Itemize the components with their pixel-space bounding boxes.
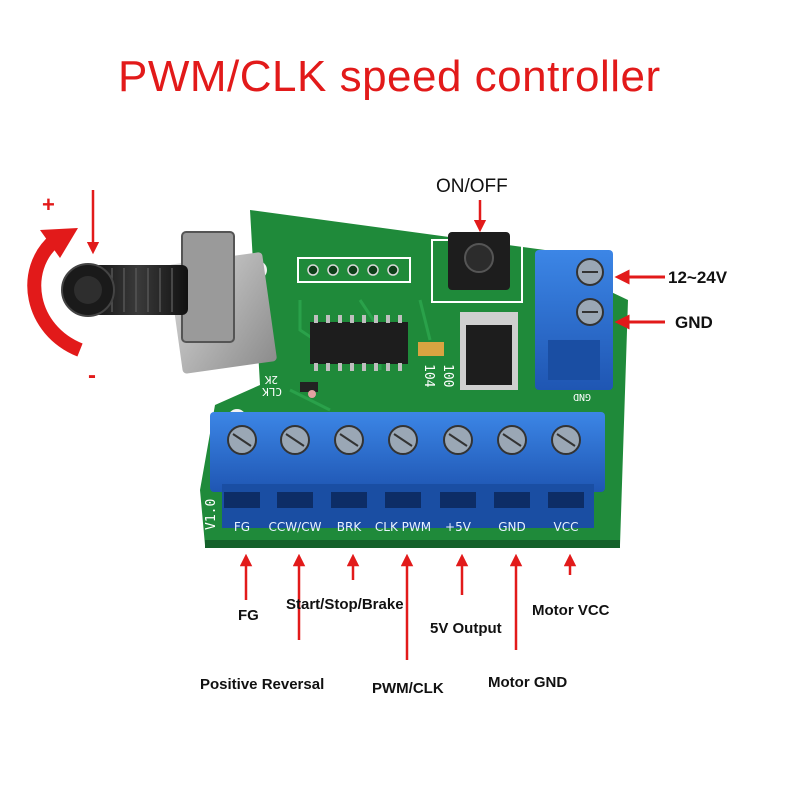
rotation-arrowhead-icon: [40, 228, 78, 258]
wire-entry-pwm[interactable]: [385, 492, 421, 508]
product-title: PWM/CLK speed controller: [118, 52, 661, 101]
pwm-clk-description: PWM/CLK: [372, 680, 444, 697]
screw-slot-gnd: [502, 433, 522, 447]
terminal-label-fg: FG: [234, 520, 250, 534]
positive-reversal-description: Positive Reversal: [200, 676, 325, 693]
wire-entry-fg[interactable]: [224, 492, 260, 508]
wire-entry-gnd[interactable]: [494, 492, 530, 508]
driver-ic-chip: [310, 315, 408, 371]
power-terminal-block[interactable]: [535, 250, 613, 390]
wire-entry-5v[interactable]: [440, 492, 476, 508]
terminal-label-brk: BRK: [337, 520, 363, 534]
silk-2k: 2K: [264, 373, 278, 386]
motor-gnd-description: Motor GND: [488, 674, 568, 691]
silk-100: 100: [440, 364, 455, 387]
plus-sign: +: [42, 192, 55, 217]
on-off-push-button[interactable]: [448, 232, 510, 290]
led: [308, 390, 316, 398]
screw-slot-fg: [232, 433, 252, 447]
speed-potentiometer[interactable]: [61, 231, 277, 374]
screw-slot-5v: [448, 433, 468, 447]
wire-entry-vcc[interactable]: [548, 492, 584, 508]
terminal-label-ccw-cw: CCW/CW: [269, 520, 322, 534]
wire-entry-ccw-cw[interactable]: [277, 492, 313, 508]
terminal-label-pwm: CLK PWM: [375, 520, 431, 534]
silk-clk: CLK: [262, 385, 282, 398]
screw-slot-vcc: [556, 433, 576, 447]
capacitor: [418, 342, 444, 356]
wire-entry-brk[interactable]: [331, 492, 367, 508]
on-off-label: ON/OFF: [436, 176, 508, 197]
silk-version: V1.0: [204, 499, 219, 530]
io-terminal-block[interactable]: [210, 412, 605, 528]
voltage-regulator: [460, 312, 518, 390]
brake-description: Start/Stop/Brake: [286, 596, 404, 613]
silk-gnd-label: GND: [573, 391, 591, 402]
silk-104: 104: [421, 364, 436, 388]
terminal-label-gnd: GND: [498, 520, 526, 534]
gnd-label: GND: [675, 313, 713, 332]
motor-vcc-description: Motor VCC: [532, 602, 610, 619]
terminal-label-5v: +5V: [445, 520, 472, 534]
screw-slot-ccw-cw: [285, 433, 305, 447]
rotation-arrow-icon: [27, 234, 83, 357]
vin-label: 12~24V: [668, 268, 728, 287]
terminal-label-vcc: VCC: [554, 520, 579, 534]
screw-slot-pwm: [393, 433, 413, 447]
fg-description: FG: [238, 607, 259, 624]
resistor: [300, 382, 318, 392]
minus-sign: -: [88, 362, 96, 389]
screw-slot-brk: [339, 433, 359, 447]
5v-output-description: 5V Output: [430, 620, 502, 637]
